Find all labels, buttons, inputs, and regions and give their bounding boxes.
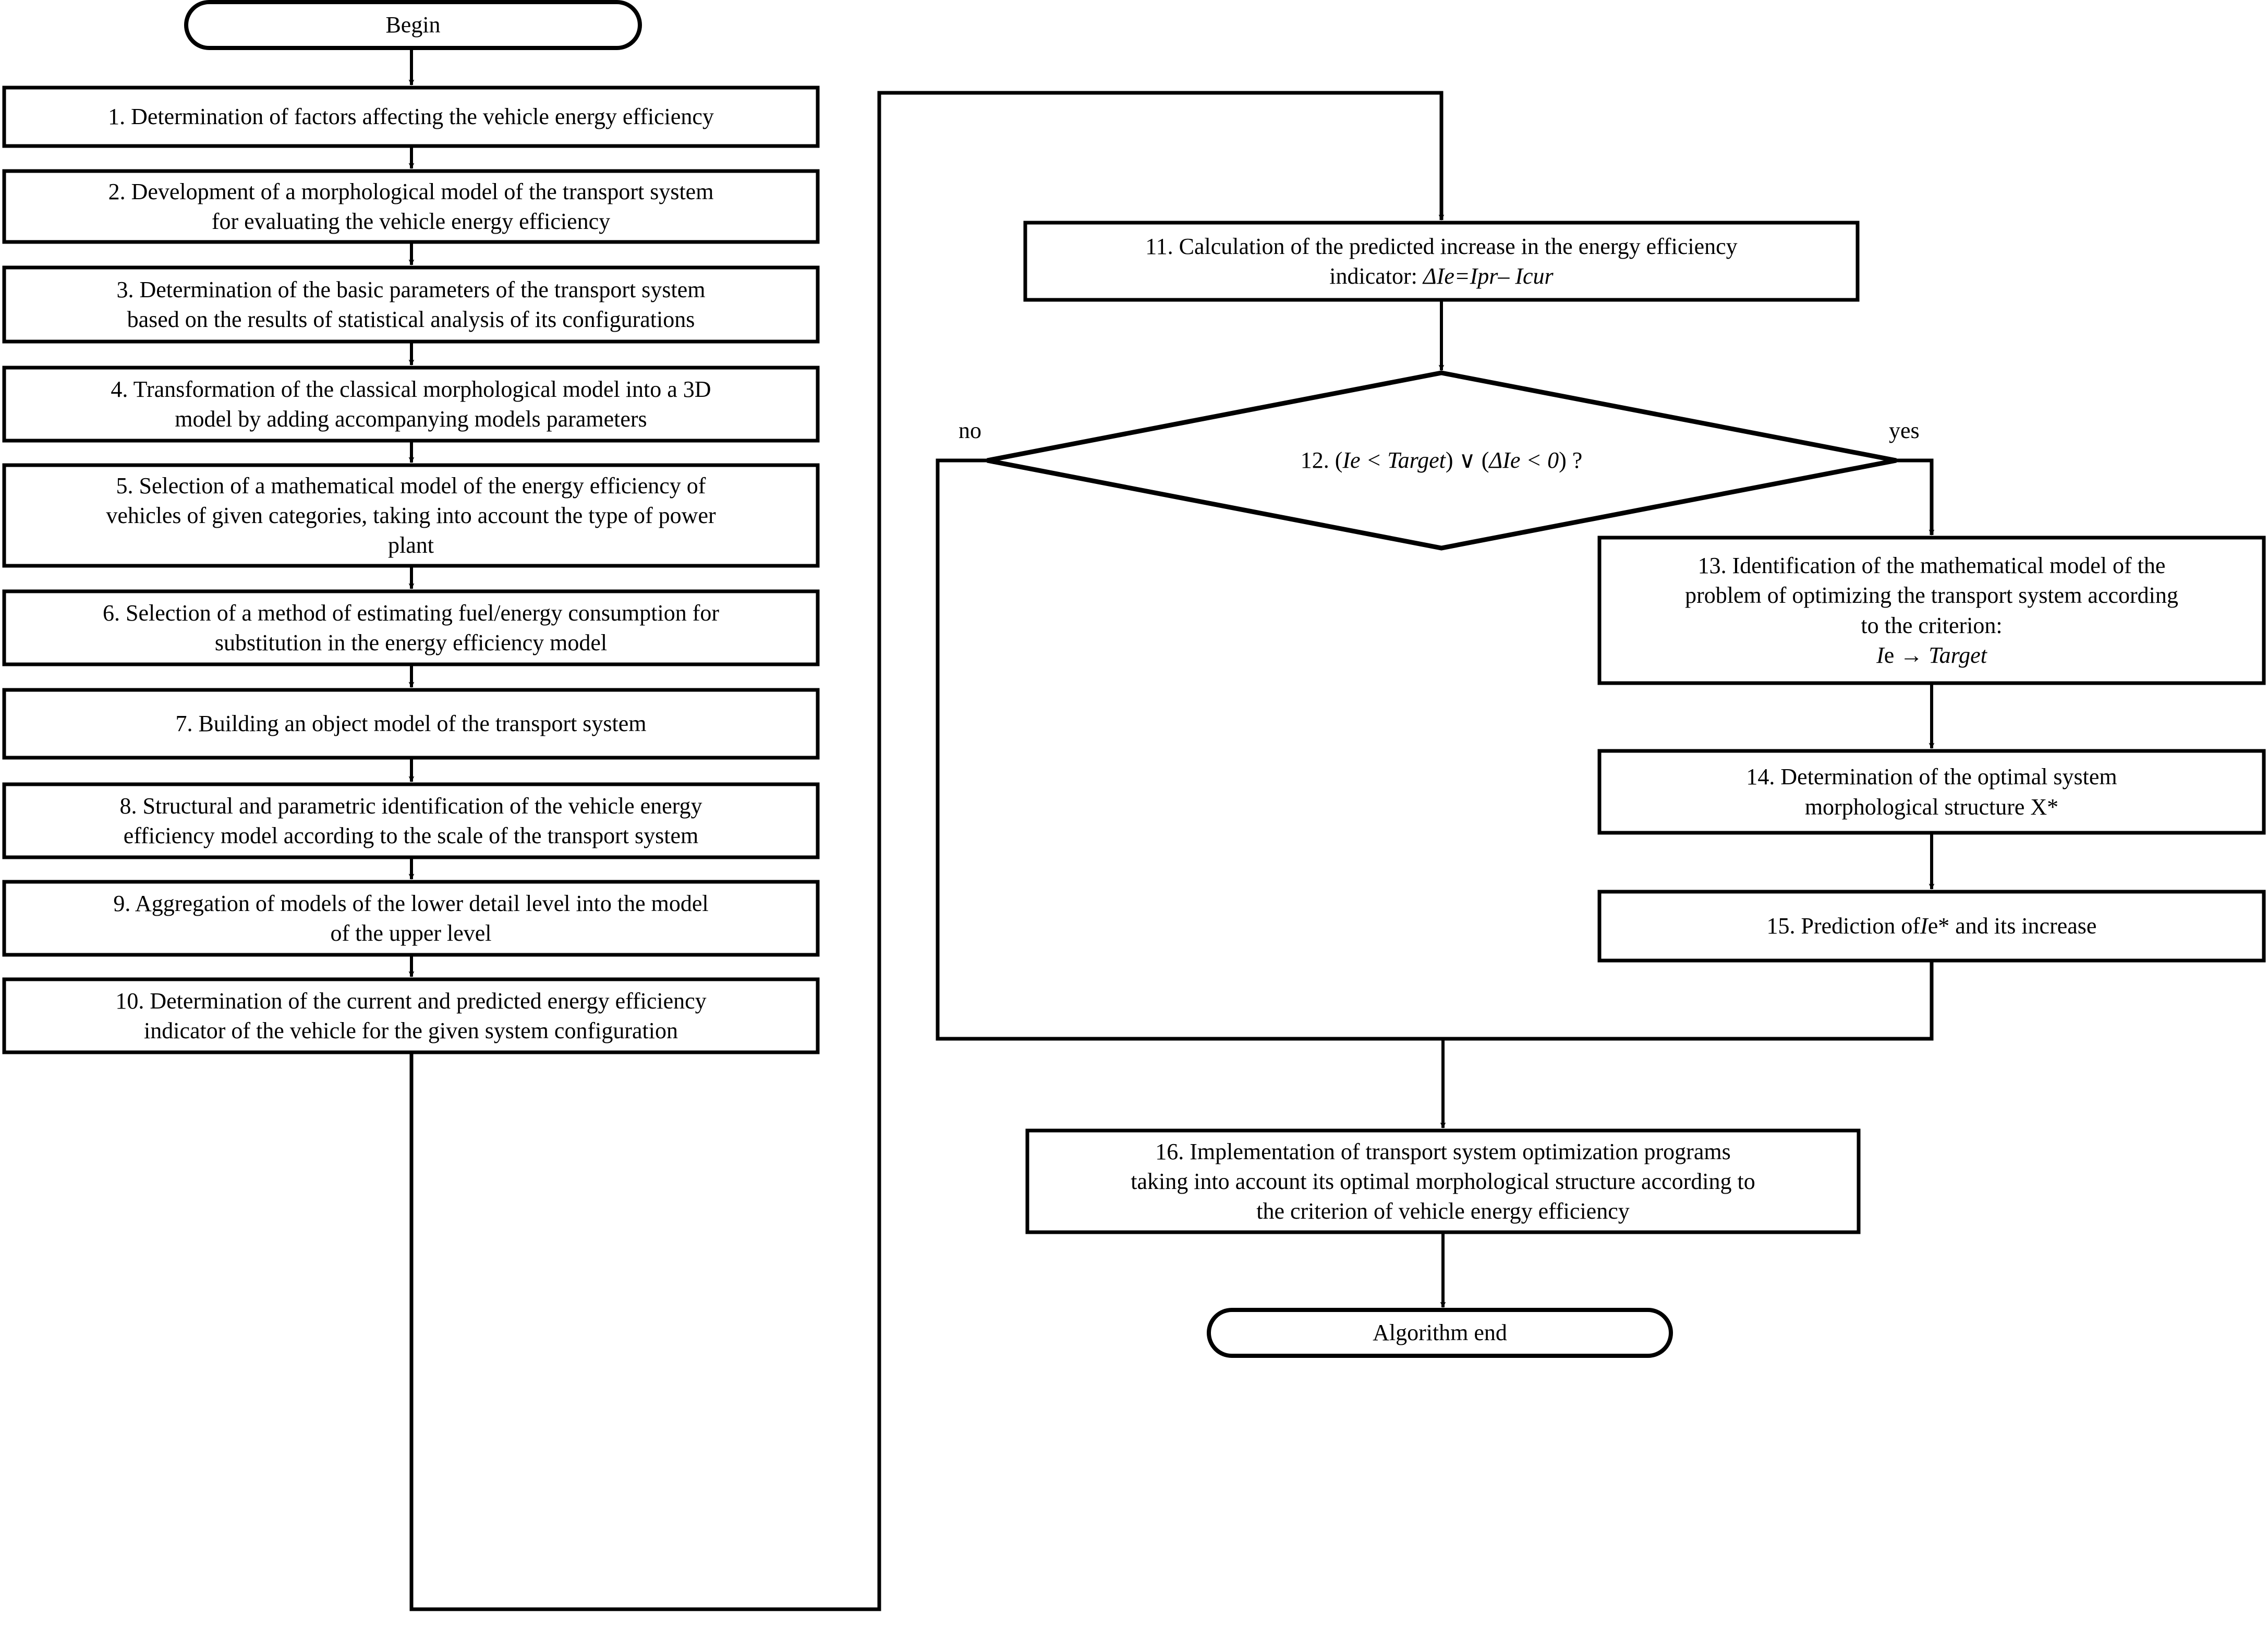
node-step11-label[interactable]: 11. Calculation of the predicted increas… xyxy=(1025,223,1858,300)
shape-step7 xyxy=(2,688,820,760)
shape-step8 xyxy=(2,782,820,859)
node-step8-label[interactable]: 8. Structural and parametric identificat… xyxy=(119,793,702,848)
edge-step12-no-to-merge xyxy=(936,458,1443,1041)
node-algorithm-end-label[interactable]: Algorithm end xyxy=(1373,1320,1507,1346)
shape-step14 xyxy=(1597,749,2266,835)
node-step13-line2: problem of optimizing the transport syst… xyxy=(1685,582,2178,609)
node-step5-label[interactable]: 5. Selection of a mathematical model of … xyxy=(106,472,716,558)
edge-step12-yes-to-step13 xyxy=(1896,458,1935,536)
node-step13-line3: to the criterion: xyxy=(1861,612,2003,638)
shape-step10 xyxy=(2,977,820,1054)
node-step13-target: Target xyxy=(1929,642,1987,668)
node-step6-label[interactable]: 6. Selection of a method of estimating f… xyxy=(102,600,720,655)
shape-step16 xyxy=(1025,1128,1861,1234)
shape-step9 xyxy=(2,880,820,957)
node-step12-prefix: 12. ( xyxy=(1300,447,1343,473)
shape-step15 xyxy=(1597,890,2266,963)
node-step11-formula: ΔIe=Ipr– Icur xyxy=(1423,263,1554,289)
shape-step1 xyxy=(2,86,820,148)
node-step16-label[interactable]: 16. Implementation of transport system o… xyxy=(1131,1138,1755,1224)
node-step11-line2-prefix: indicator: xyxy=(1329,263,1423,289)
node-step12-suffix: ) ? xyxy=(1559,447,1583,473)
edge-label-yes: yes xyxy=(1889,418,1920,443)
node-step13-symbol-ie: I xyxy=(1876,642,1884,668)
node-step14-label[interactable]: 14. Determination of the optimal system … xyxy=(1746,764,2117,820)
edge-step10-to-step11 xyxy=(409,91,1445,1611)
shape-step2 xyxy=(2,169,820,244)
node-step13-arrow: e → xyxy=(1884,642,1929,668)
shape-algorithm-end xyxy=(1207,1308,1673,1358)
node-step7-label[interactable]: 7. Building an object model of the trans… xyxy=(175,711,647,737)
node-step11-line1: 11. Calculation of the predicted increas… xyxy=(1145,233,1738,259)
node-step2-label[interactable]: 2. Development of a morphological model … xyxy=(108,178,714,234)
node-step13-line1: 13. Identification of the mathematical m… xyxy=(1697,553,2166,579)
edge-label-no: no xyxy=(959,418,981,443)
node-step15-prefix: 15. Prediction of xyxy=(1766,913,1921,939)
node-step15-symbol-ie: I xyxy=(1920,913,1928,939)
shape-step12-decision xyxy=(987,370,1897,551)
node-step15-suffix: e* and its increase xyxy=(1927,913,2097,939)
node-step13-line4: Ie → Target xyxy=(1876,640,1987,670)
node-step12-condition-2: ΔIe < 0 xyxy=(1489,447,1559,473)
node-step3-label[interactable]: 3. Determination of the basic parameters… xyxy=(116,276,706,332)
node-step1-label[interactable]: 1. Determination of factors affecting th… xyxy=(108,104,714,130)
node-step12-label[interactable]: 12. ( Ie < Target ) ∨ ( ΔIe < 0 ) ? xyxy=(1181,441,1702,480)
shape-step13 xyxy=(1597,536,2266,685)
node-step13-label[interactable]: 13. Identification of the mathematical m… xyxy=(1599,538,2264,683)
node-step11-line2: indicator: ΔIe=Ipr– Icur xyxy=(1329,261,1553,291)
node-step9-label[interactable]: 9. Aggregation of models of the lower de… xyxy=(113,890,709,946)
node-begin-label[interactable]: Begin xyxy=(385,12,441,38)
edge-step15-to-merge xyxy=(1443,961,1934,1041)
node-step4-label[interactable]: 4. Transformation of the classical morph… xyxy=(111,376,711,432)
node-step10-label[interactable]: 10. Determination of the current and pre… xyxy=(115,988,707,1043)
node-step12-condition-1: Ie < Target xyxy=(1342,447,1446,473)
node-step12-mid: ) ∨ ( xyxy=(1445,447,1489,473)
shape-step3 xyxy=(2,265,820,344)
